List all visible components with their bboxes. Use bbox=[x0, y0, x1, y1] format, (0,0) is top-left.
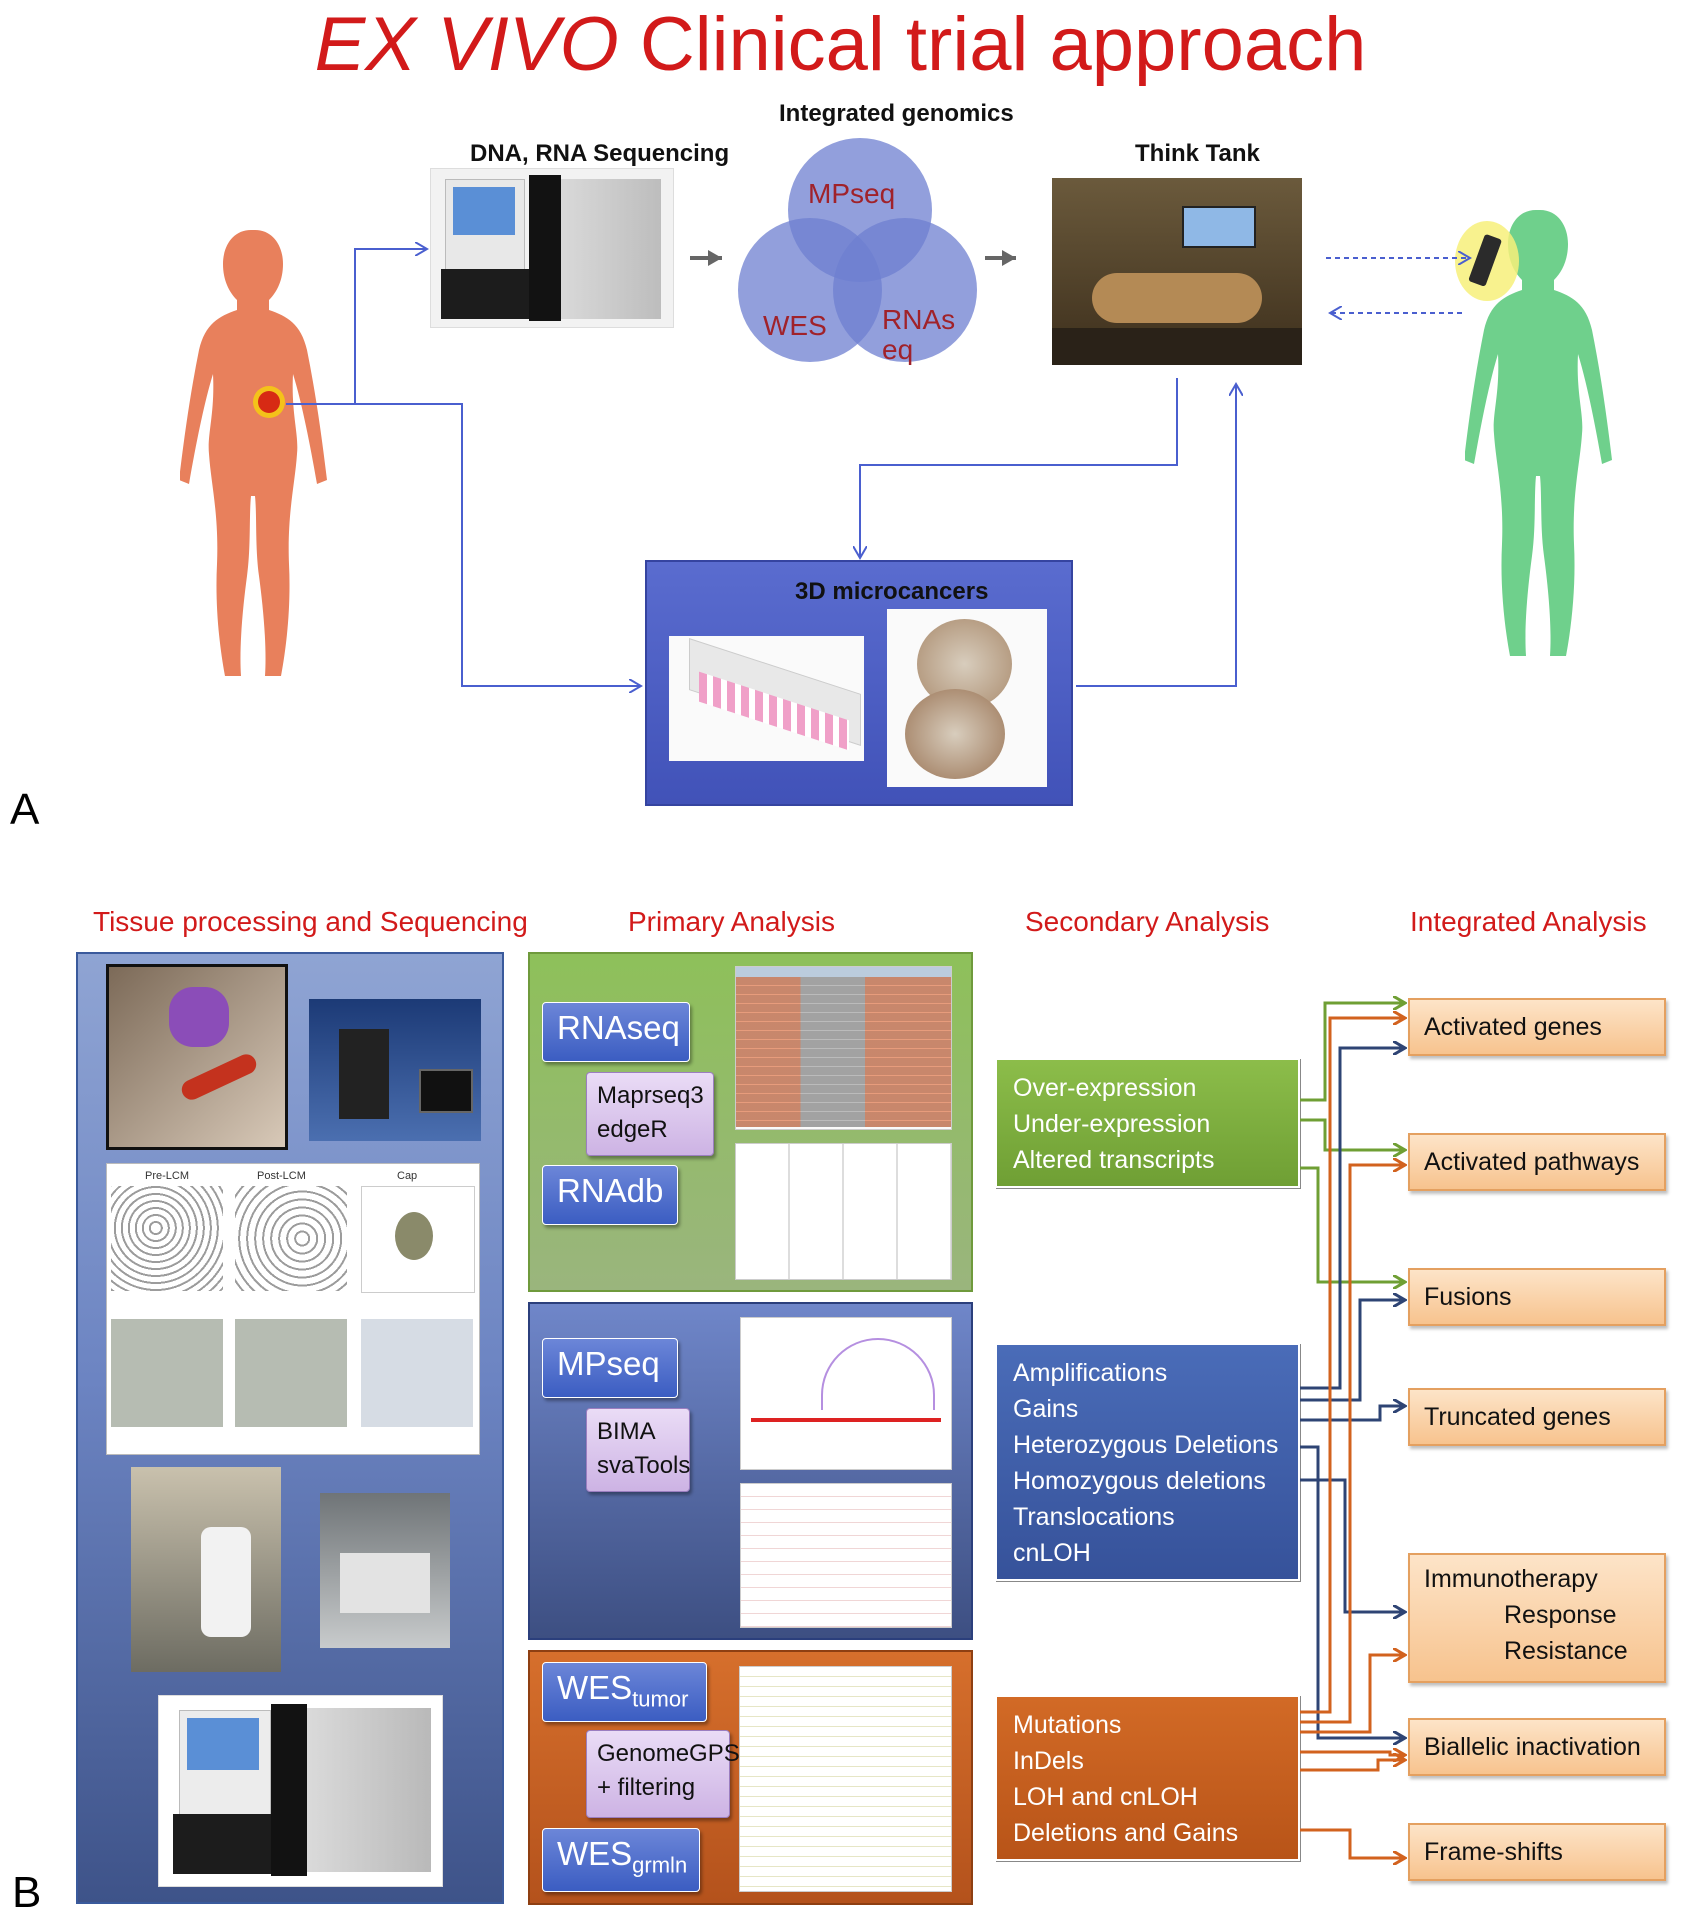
lcm-label-pre: Pre-LCM bbox=[145, 1170, 190, 1182]
lcm-micrographs: Pre-LCM Post-LCM Cap bbox=[106, 1163, 480, 1455]
mpseq-tools-chip: BIMA svaTools bbox=[586, 1408, 690, 1492]
wearable-device-icon bbox=[1455, 221, 1519, 301]
secondary-blue-1: Gains bbox=[1013, 1395, 1079, 1423]
robot-photo bbox=[320, 1493, 450, 1648]
patient-silhouette-orange bbox=[180, 230, 327, 676]
integrated-activated-pathways: Activated pathways bbox=[1408, 1133, 1666, 1191]
immuno-line-3: Resistance bbox=[1504, 1637, 1628, 1665]
secondary-green-0: Over-expression bbox=[1013, 1074, 1197, 1102]
rnaseq-chip: RNAseq bbox=[542, 1002, 690, 1062]
wes-grmln-sub: grmln bbox=[632, 1852, 688, 1878]
tissue-dissection-photo bbox=[106, 964, 288, 1150]
secondary-orange-1: InDels bbox=[1013, 1747, 1084, 1775]
secondary-blue-3: Homozygous deletions bbox=[1013, 1467, 1266, 1495]
wes-tools-chip: GenomeGPS + filtering bbox=[586, 1730, 740, 1818]
lab-worker-photo bbox=[131, 1467, 281, 1672]
sequencer-image bbox=[430, 168, 674, 328]
rnadb-chip: RNAdb bbox=[542, 1165, 678, 1225]
secondary-blue-5: cnLOH bbox=[1013, 1539, 1091, 1567]
integrated-frameshifts: Frame-shifts bbox=[1408, 1823, 1666, 1881]
secondary-orange-0: Mutations bbox=[1013, 1711, 1122, 1739]
microcancers-label: 3D microcancers bbox=[795, 578, 989, 605]
mpseq-junction-plot-thumb bbox=[740, 1483, 952, 1628]
expression-plots-thumb bbox=[735, 1143, 952, 1280]
immuno-line-2: Response bbox=[1504, 1601, 1617, 1629]
wes-variant-table-thumb bbox=[739, 1666, 952, 1892]
lcm-label-post: Post-LCM bbox=[257, 1170, 306, 1182]
lcm-label-cap: Cap bbox=[397, 1170, 418, 1182]
figure-title: EX VIVO Clinical trial approach bbox=[314, 2, 1367, 87]
secondary-orange-3: Deletions and Gains bbox=[1013, 1819, 1239, 1847]
secondary-orange-2: LOH and cnLOH bbox=[1013, 1783, 1198, 1811]
venn-label-mpseq: MPseq bbox=[808, 178, 896, 209]
integrated-immunotherapy: Immunotherapy Response Resistance bbox=[1408, 1553, 1666, 1683]
secondary-blue-2: Heterozygous Deletions bbox=[1013, 1431, 1279, 1459]
venn-diagram bbox=[738, 138, 977, 362]
venn-label-rnaseq: RNAseq bbox=[882, 304, 956, 365]
panel-letter-b: B bbox=[12, 1868, 42, 1917]
mpseq-chip: MPseq bbox=[542, 1338, 678, 1398]
think-tank-photo bbox=[1052, 178, 1302, 365]
lcm-microscope-photo bbox=[309, 999, 481, 1141]
sequencing-label: DNA, RNA Sequencing bbox=[470, 140, 730, 167]
secondary-blue-4: Translocations bbox=[1013, 1503, 1175, 1531]
genomics-label: Integrated genomics bbox=[779, 100, 1014, 127]
microcancer-stain-image bbox=[887, 609, 1047, 787]
secondary-green-1: Under-expression bbox=[1013, 1110, 1211, 1138]
integrated-truncated-genes: Truncated genes bbox=[1408, 1388, 1666, 1446]
sequencer-image-b bbox=[158, 1695, 443, 1887]
secondary-structural-box: Amplifications Gains Heterozygous Deleti… bbox=[995, 1343, 1300, 1581]
panel-letter-a: A bbox=[10, 785, 40, 834]
secondary-green-2: Altered transcripts bbox=[1013, 1146, 1215, 1174]
header-secondary-analysis: Secondary Analysis bbox=[1025, 906, 1270, 937]
immuno-line-1: Immunotherapy bbox=[1424, 1565, 1598, 1593]
integrated-fusions: Fusions bbox=[1408, 1268, 1666, 1326]
header-integrated-analysis: Integrated Analysis bbox=[1410, 906, 1647, 937]
mpseq-genome-plot-thumb bbox=[740, 1317, 952, 1470]
venn-label-wes: WES bbox=[763, 310, 827, 341]
think-tank-label: Think Tank bbox=[1135, 140, 1260, 167]
expression-heatmap-thumb bbox=[735, 966, 952, 1130]
wes-tumor-chip: WEStumor bbox=[542, 1662, 707, 1722]
patient-silhouette-green bbox=[1465, 210, 1612, 656]
integrated-activated-genes: Activated genes bbox=[1408, 998, 1666, 1056]
integrated-biallelic-inactivation: Biallelic inactivation bbox=[1408, 1718, 1666, 1776]
secondary-variant-box: Mutations InDels LOH and cnLOH Deletions… bbox=[995, 1695, 1300, 1861]
secondary-expression-box: Over-expression Under-expression Altered… bbox=[995, 1058, 1300, 1188]
header-primary-analysis: Primary Analysis bbox=[628, 906, 835, 937]
wes-tumor-sub: tumor bbox=[632, 1686, 689, 1712]
secondary-blue-0: Amplifications bbox=[1013, 1359, 1168, 1387]
microplate-image bbox=[669, 636, 864, 761]
rnaseq-tools-chip: Maprseq3 edgeR bbox=[586, 1072, 714, 1156]
wes-grmln-chip: WESgrmln bbox=[542, 1828, 700, 1892]
header-tissue-processing: Tissue processing and Sequencing bbox=[93, 906, 528, 937]
wes-tumor-base: WES bbox=[557, 1669, 633, 1706]
tumor-icon bbox=[253, 386, 285, 418]
wes-grmln-base: WES bbox=[557, 1835, 633, 1872]
